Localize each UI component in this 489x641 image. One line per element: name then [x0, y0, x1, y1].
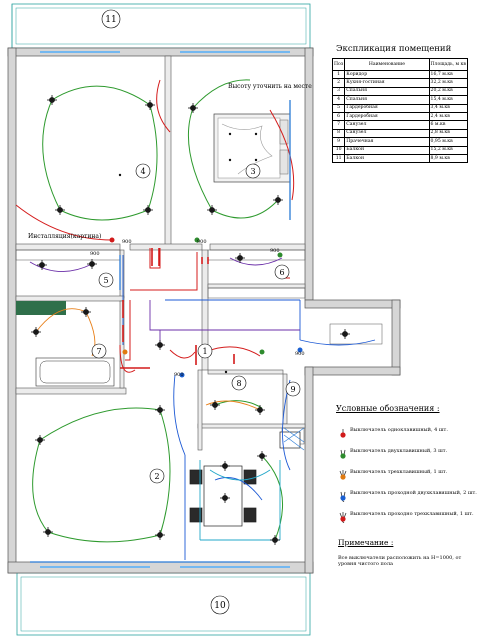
svg-text:4: 4 — [140, 167, 145, 176]
door-marks — [120, 248, 235, 369]
svg-text:8: 8 — [236, 379, 241, 388]
note-text: Все выключатели расположить на Н=1000, о… — [338, 555, 462, 567]
symbols-legend: Условные обозначения : Выключатель однок… — [336, 404, 486, 532]
explication-panel: Экспликация помещений Поз Наименование П… — [331, 44, 472, 164]
svg-text:3: 3 — [250, 167, 255, 176]
switch-triple-icon — [339, 470, 347, 480]
room-marker-5: 5 — [98, 272, 114, 288]
switch-passthrough-double-icon — [340, 491, 346, 503]
svg-text:9: 9 — [290, 385, 295, 394]
symbol-item: Выключатель проходной двухклавишный, 2 ш… — [336, 490, 486, 503]
svg-text:900: 900 — [270, 248, 280, 254]
note-title: Примечание : — [338, 538, 394, 547]
height-marks: 900 900 900 900 900 900 — [90, 239, 305, 378]
balcony-top-number: 11 — [105, 15, 116, 25]
explication-title: Экспликация помещений — [336, 44, 452, 54]
room-marker-4: 4 — [135, 163, 151, 179]
laundry-hatch — [283, 427, 305, 451]
svg-text:5: 5 — [103, 276, 108, 285]
svg-text:7: 7 — [96, 347, 101, 356]
svg-text:900: 900 — [197, 239, 207, 245]
wiring-purple — [29, 257, 300, 345]
inner-walls — [15, 55, 306, 451]
symbol-item: Выключатель трехклавишный, 1 шт. — [336, 469, 486, 481]
balcony-top: 11 — [11, 3, 311, 49]
outer-walls — [7, 47, 401, 574]
room-marker-8: 8 — [231, 375, 247, 391]
switch-double-icon — [340, 449, 346, 459]
wiring-cyan — [199, 460, 281, 541]
switch-passthrough-triple-icon — [339, 512, 347, 524]
room-marker-2: 2 — [149, 468, 165, 484]
svg-text:2: 2 — [154, 472, 159, 481]
room-marker-9: 9 — [285, 381, 301, 397]
symbol-item: Выключатель одноклавишный, 4 шт. — [336, 427, 486, 439]
room-marker-6: 6 — [274, 264, 290, 280]
svg-text:900: 900 — [174, 372, 184, 378]
spot-dots — [118, 132, 258, 374]
lamp-height-note: Высоту уточнить на месте — [228, 83, 312, 90]
balcony-bottom-marker — [210, 595, 230, 615]
svg-text:900: 900 — [122, 239, 132, 245]
room-marker-1: 1 — [197, 343, 213, 359]
window-marks — [40, 51, 290, 568]
balcony-bottom: 10 — [16, 572, 311, 636]
svg-text:6: 6 — [279, 268, 284, 277]
radiator-marks — [30, 100, 291, 563]
bathroom-tiles — [16, 301, 115, 387]
svg-text:1: 1 — [202, 347, 207, 356]
svg-text:900: 900 — [90, 251, 100, 257]
installation-note: Инсталляция(картина) — [28, 233, 101, 240]
switch-single-icon — [340, 429, 346, 438]
room-marker-7: 7 — [91, 343, 107, 359]
note-panel: Примечание : Все выключатели расположить… — [338, 538, 478, 567]
symbols-title: Условные обозначения : — [336, 404, 440, 413]
symbol-item: Выключатель проходно трехклавишный, 1 шт… — [336, 511, 486, 524]
wiring-green — [32, 79, 284, 543]
svg-text:900: 900 — [295, 351, 305, 357]
balcony-bottom-number: 10 — [214, 601, 226, 611]
table-header-row: Поз Наименование Площадь, м кв — [331, 58, 469, 71]
room-marker-3: 3 — [245, 163, 261, 179]
lamp-markers — [31, 95, 350, 545]
symbol-item: Выключатель двухклавишный, 3 шт. — [336, 448, 486, 460]
balcony-top-marker — [101, 9, 121, 29]
room-markers: 1 2 3 4 5 6 7 8 9 — [91, 163, 301, 484]
